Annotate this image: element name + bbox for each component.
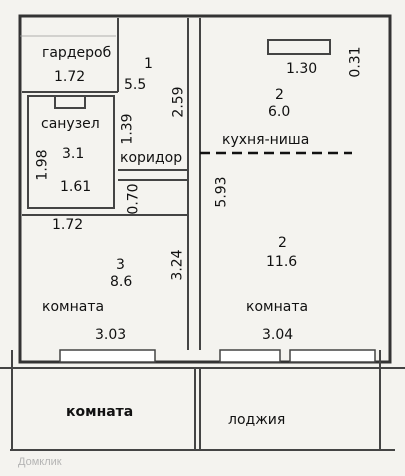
bottom-left-room-label: комната	[66, 404, 134, 420]
corridor-label: коридор	[120, 150, 183, 166]
kitchen-height-dim: 5.93	[213, 176, 230, 208]
room-left-label: комната	[42, 299, 105, 315]
bathroom-area: 3.1	[62, 146, 85, 162]
bathroom-fixture	[54, 95, 86, 109]
kitchen-area: 6.0	[268, 104, 291, 120]
bathroom-left-dim: 1.98	[34, 149, 51, 181]
window-left	[59, 349, 156, 363]
corridor-dim-a: 0.70	[125, 183, 142, 215]
room-right-area: 11.6	[266, 254, 298, 270]
bathroom-label: санузел	[41, 116, 100, 132]
kitchen-number: 2	[275, 87, 284, 103]
room-left-width: 3.03	[95, 327, 127, 343]
window-right-2	[289, 349, 376, 363]
kitchen-label: кухня-ниша	[222, 132, 310, 148]
room-left-number: 3	[116, 257, 125, 273]
kitchen-fixture	[267, 39, 331, 55]
kitchen-top-dim: 1.30	[286, 61, 318, 77]
kitchen-side-dim: 0.31	[347, 46, 364, 78]
wardrobe-area: 5.5	[124, 77, 147, 93]
wardrobe-height-dim: 2.59	[170, 86, 187, 118]
wardrobe-number: 1	[144, 56, 153, 72]
corridor-dim-b: 1.72	[52, 217, 84, 233]
room-right-label: комната	[246, 299, 309, 315]
bathroom-bottom-width: 1.61	[60, 179, 92, 195]
window-right	[219, 349, 281, 363]
loggia-label: лоджия	[228, 412, 286, 428]
room-left-area: 8.6	[110, 274, 133, 290]
room-left-height-dim: 3.24	[169, 249, 186, 281]
apartment-outline	[18, 14, 392, 364]
room-right-number: 2	[278, 235, 287, 251]
wardrobe-label: гардероб	[42, 45, 112, 61]
watermark: Домклик	[18, 456, 62, 468]
room-right-width: 3.04	[262, 327, 294, 343]
wardrobe-width: 1.72	[54, 69, 86, 85]
bathroom-right-dim: 1.39	[119, 113, 136, 145]
